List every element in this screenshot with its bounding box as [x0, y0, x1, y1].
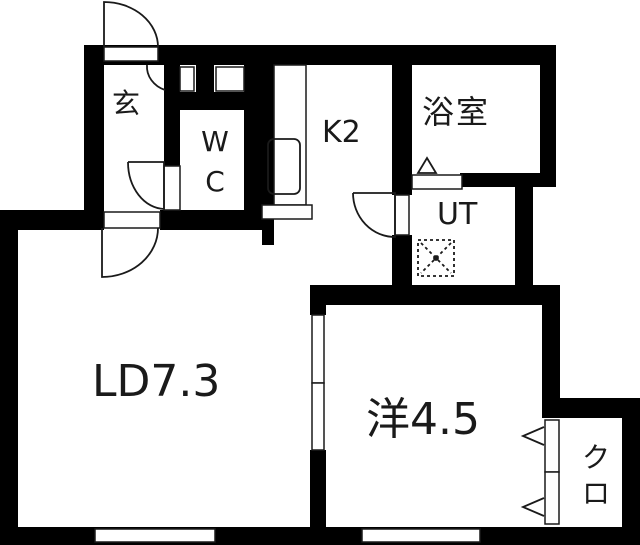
room-label-entrance: 玄	[112, 87, 141, 120]
room-label-wc: W C	[197, 122, 233, 202]
room-label-kitchen: K2	[322, 115, 361, 150]
door-swings	[101, 1, 396, 278]
wc-label-line1: W	[201, 125, 229, 158]
wc-label-line2: C	[205, 165, 225, 198]
room-label-western-room: 洋4.5	[366, 394, 480, 445]
room-label-utility: UT	[437, 197, 478, 232]
closet-label-line1: ク	[581, 441, 610, 474]
room-label-bath: 浴室	[422, 93, 491, 131]
room-label-closet: ク ロ	[580, 440, 612, 512]
walls	[0, 45, 640, 545]
room-label-living-dining: LD7.3	[92, 356, 221, 407]
openings	[94, 46, 560, 543]
closet-label-line2: ロ	[581, 477, 610, 510]
fixtures	[267, 138, 545, 517]
